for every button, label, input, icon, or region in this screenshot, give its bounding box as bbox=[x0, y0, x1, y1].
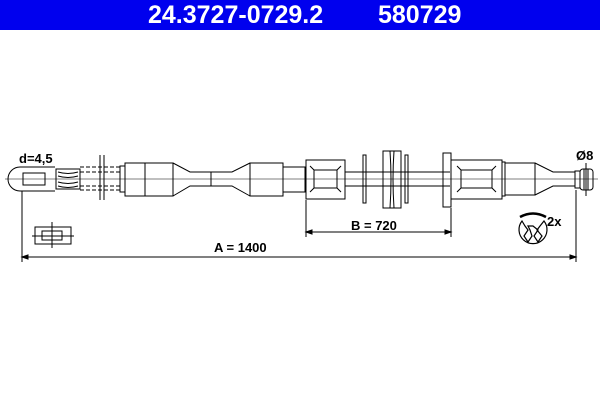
header-bar: 24.3727-0729.2 580729 bbox=[0, 0, 600, 30]
grommet bbox=[382, 150, 402, 209]
hex-nut-right bbox=[450, 159, 503, 200]
clip-icon bbox=[518, 212, 548, 245]
cable-housing bbox=[119, 150, 594, 262]
hex-nut-left bbox=[305, 159, 346, 200]
dimension-b bbox=[304, 200, 453, 237]
dimension-a bbox=[20, 254, 578, 260]
reference-number: 580729 bbox=[378, 1, 462, 29]
eye-end bbox=[7, 155, 120, 262]
cross-section-symbol bbox=[32, 222, 74, 248]
part-number: 24.3727-0729.2 bbox=[148, 1, 324, 29]
